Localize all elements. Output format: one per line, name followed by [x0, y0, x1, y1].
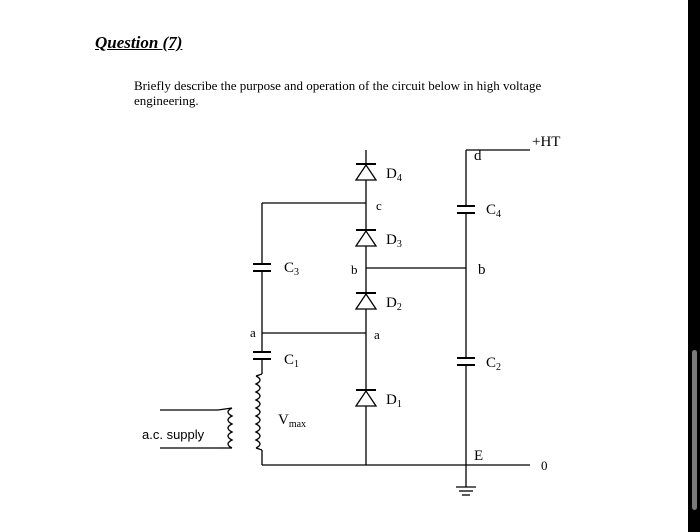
capacitor-c3-label: C3: [284, 260, 299, 278]
node-b-right-label: b: [478, 262, 486, 278]
capacitor-c1-label: C1: [284, 352, 299, 370]
diode-d2-icon: [354, 292, 378, 310]
capacitor-c3-icon: [253, 263, 271, 272]
capacitor-c4-icon: [457, 205, 475, 214]
capacitor-c2-label: C2: [486, 355, 501, 373]
zero-label: 0: [541, 458, 548, 473]
diode-d1-label: D1: [386, 392, 402, 410]
node-a-mid-label: a: [374, 327, 380, 342]
circuit-wires: [160, 149, 530, 487]
vmax-label: Vmax: [278, 412, 306, 430]
node-b-left-label: b: [351, 262, 358, 277]
diode-d4-label: D4: [386, 166, 402, 184]
scrollbar[interactable]: [692, 350, 697, 510]
node-e-label: E: [474, 448, 483, 464]
diode-d2-label: D2: [386, 295, 402, 313]
capacitor-c4-label: C4: [486, 202, 501, 220]
capacitor-c1-icon: [253, 351, 271, 360]
diode-d1-icon: [354, 389, 378, 407]
node-c-label: c: [376, 198, 382, 213]
ac-supply-label: a.c. supply: [142, 427, 205, 442]
capacitor-c2-icon: [457, 357, 475, 366]
question-title: Question (7): [95, 33, 183, 52]
ground-icon: [456, 486, 476, 496]
ht-label: +HT: [532, 134, 560, 150]
question-text: Briefly describe the purpose and operati…: [134, 78, 542, 108]
diode-d4-icon: [354, 163, 378, 181]
node-a-left-label: a: [250, 325, 256, 340]
node-d-label: d: [474, 148, 482, 164]
transformer-icon: [217, 373, 263, 451]
diode-d3-label: D3: [386, 232, 402, 250]
diode-d3-icon: [354, 229, 378, 247]
